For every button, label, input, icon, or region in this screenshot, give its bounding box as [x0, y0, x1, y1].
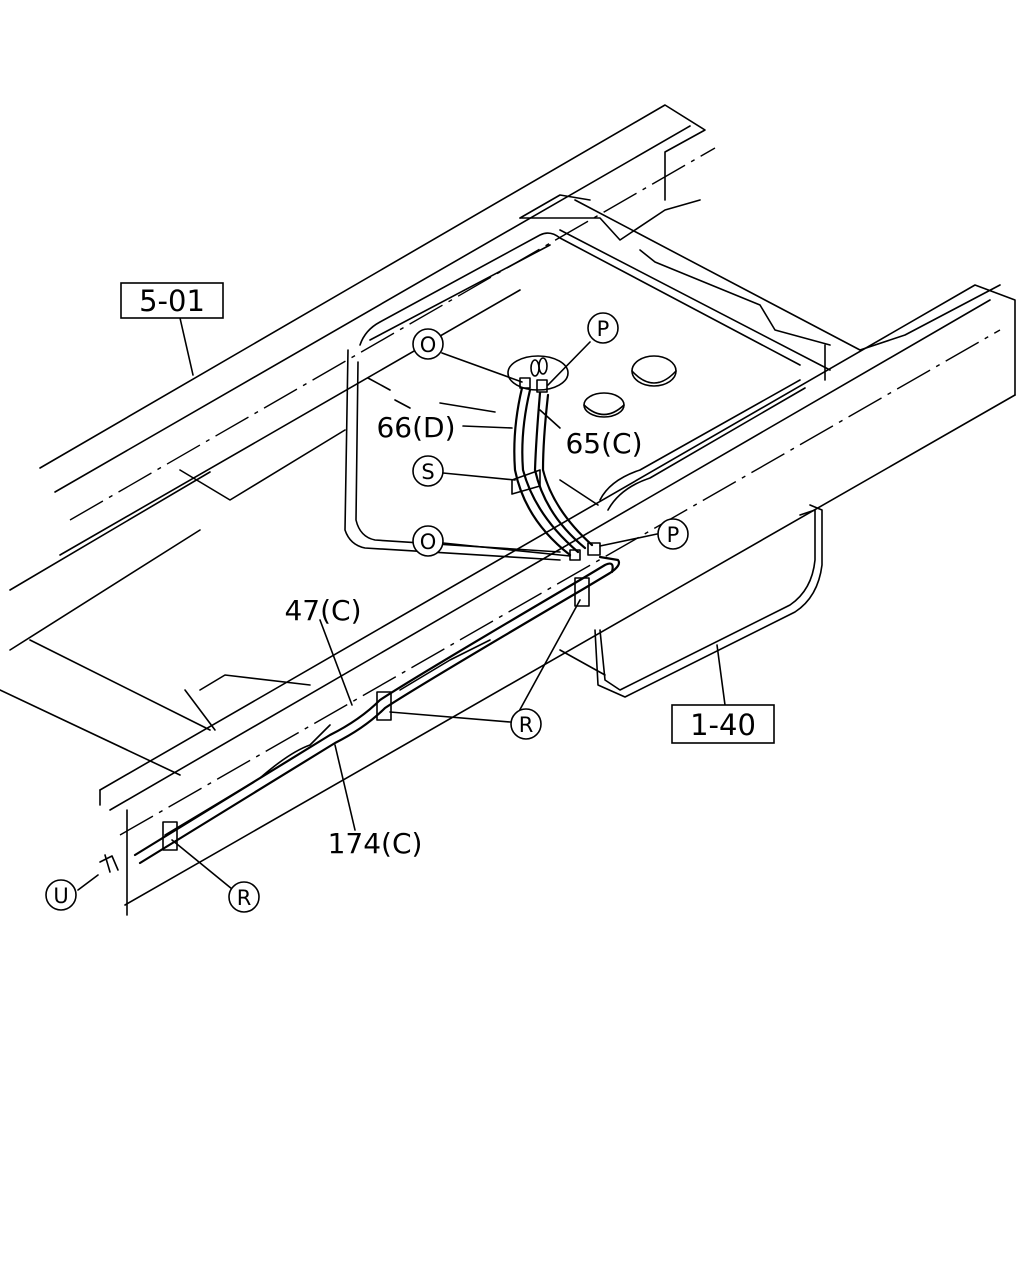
- callout-r-middle-text: R: [519, 713, 534, 737]
- callout-p-upper-text: P: [597, 317, 610, 341]
- callout-r-left: R: [228, 881, 260, 913]
- callout-u: U: [45, 879, 77, 911]
- part-label-66d: 66(D): [376, 411, 455, 444]
- callout-s: S: [412, 455, 444, 487]
- fuel-tank: [344, 232, 806, 561]
- callout-o-lower: O: [412, 525, 444, 557]
- ref-box-5-01: 5-01: [120, 282, 224, 319]
- callout-s-text: S: [421, 460, 434, 484]
- part-label-47c: 47(C): [284, 594, 361, 627]
- ref-box-1-40: 1-40: [671, 704, 775, 744]
- leader-lines: [77, 317, 726, 891]
- callout-r-left-text: R: [237, 886, 252, 910]
- callout-o-lower-text: O: [420, 530, 437, 554]
- callout-o-upper: O: [412, 328, 444, 360]
- callout-p-upper: P: [587, 312, 619, 344]
- right-frame-rail: [99, 284, 1016, 916]
- bracket-1-40: [594, 504, 823, 698]
- callout-o-upper-text: O: [420, 333, 437, 357]
- callout-p-lower: P: [657, 518, 689, 550]
- callout-p-lower-text: P: [667, 523, 680, 547]
- fuel-hoses: [133, 386, 621, 865]
- cross-member: [559, 199, 861, 381]
- callout-u-text: U: [53, 884, 68, 908]
- left-frame-rail: [0, 104, 716, 776]
- callout-r-middle: R: [510, 708, 542, 740]
- part-label-65c: 65(C): [565, 427, 642, 460]
- ref-label-5-01: 5-01: [139, 284, 205, 318]
- part-label-174c: 174(C): [328, 827, 423, 860]
- ref-label-1-40: 1-40: [690, 708, 756, 742]
- clamps: [99, 357, 601, 873]
